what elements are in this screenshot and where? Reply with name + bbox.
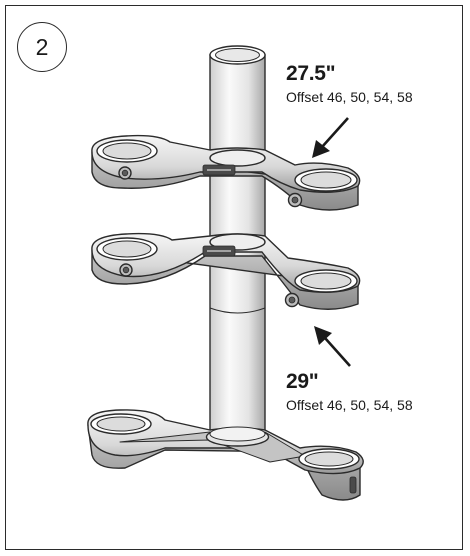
callout-middle-size: 29": [286, 370, 319, 393]
up-arrow-icon: [314, 326, 351, 367]
middle-clamp-29: [91, 232, 361, 310]
callout-top-clamp: 27.5" Offset 46, 50, 54, 58: [286, 63, 413, 106]
bottom-crown: [87, 409, 364, 501]
top-clamp-27-5: [91, 134, 361, 211]
callout-top-size: 27.5": [286, 62, 336, 85]
callout-top-offset: Offset 46, 50, 54, 58: [286, 89, 413, 105]
callout-middle-offset: Offset 46, 50, 54, 58: [286, 397, 413, 413]
callout-middle-clamp: 29" Offset 46, 50, 54, 58: [286, 371, 413, 414]
down-arrow-icon: [312, 117, 349, 158]
step-number-badge: 2: [17, 22, 67, 72]
